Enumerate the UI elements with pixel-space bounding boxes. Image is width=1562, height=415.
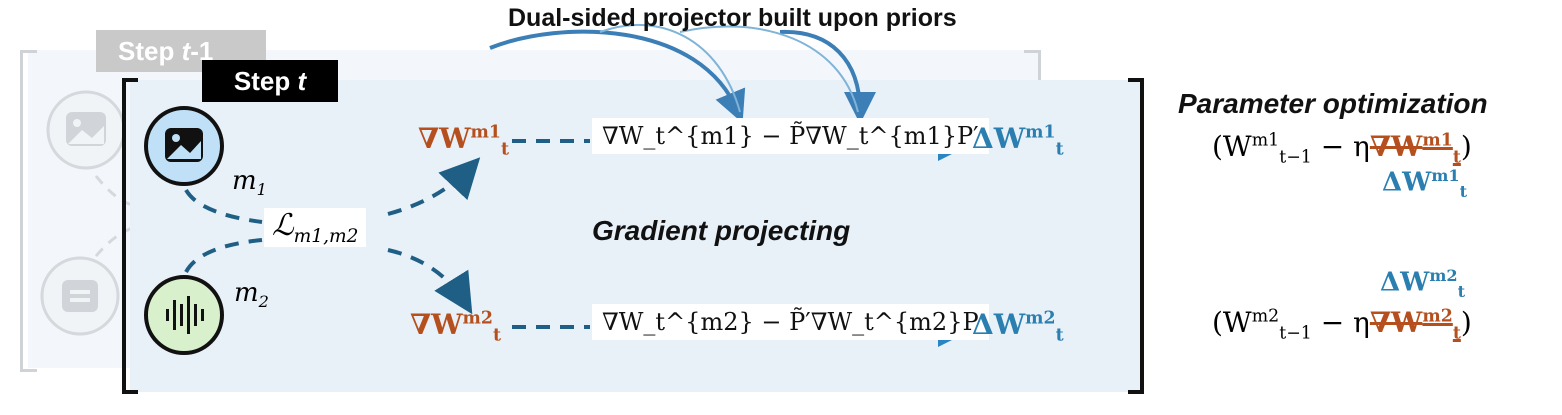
gradient-m1: ∇Wm1t	[418, 122, 510, 160]
current-step-label: Step t	[202, 60, 338, 102]
projection-m2-box: ∇W_t^{m2} − P̃′∇W_t^{m2}P	[592, 304, 989, 340]
replacement-delta-m2: ΔWm2t	[1380, 266, 1466, 301]
modality-m2-label: m2	[234, 278, 269, 312]
current-step-left-bracket	[122, 78, 138, 394]
projector-arrow-right	[779, 29, 876, 124]
projection-m1-box: ∇W_t^{m1} − P̃∇W_t^{m1}P′	[592, 118, 989, 154]
current-step-right-bracket	[1128, 78, 1144, 394]
audio-waveform-icon	[144, 275, 224, 355]
update-m1: (Wm1t−1 − η∇Wm1t)	[1212, 130, 1472, 168]
flow-loss-to-grad-m2	[387, 248, 473, 315]
loss-node: ℒm1,m2	[264, 208, 367, 247]
delta-m2: ΔWm2t	[972, 308, 1064, 346]
flow-m1-to-loss	[184, 188, 263, 224]
struck-gradient-m2: ∇Wm2t	[1369, 306, 1461, 344]
projector-arrow-left	[489, 29, 746, 124]
update-m2: (Wm2t−1 − η∇Wm2t)	[1212, 306, 1472, 344]
image-icon	[144, 106, 224, 186]
projector-title: Dual-sided projector built upon priors	[508, 4, 957, 32]
struck-gradient-m1: ∇Wm1t	[1369, 130, 1461, 168]
flow-m2-to-loss	[184, 238, 263, 274]
modality-m1-label: m1	[232, 166, 267, 200]
delta-m1: ΔWm1t	[972, 122, 1064, 160]
replacement-delta-m1: ΔWm1t	[1382, 166, 1468, 201]
previous-step-left-bracket	[20, 50, 37, 372]
gradient-m2: ∇Wm2t	[410, 308, 502, 346]
previous-step-right-bracket	[1024, 50, 1041, 81]
parameter-optimization-title: Parameter optimization	[1178, 88, 1488, 119]
gradient-projecting-label: Gradient projecting	[592, 215, 851, 246]
flow-loss-to-grad-m1	[387, 157, 481, 216]
previous-step-label: Step t-1	[96, 30, 266, 72]
